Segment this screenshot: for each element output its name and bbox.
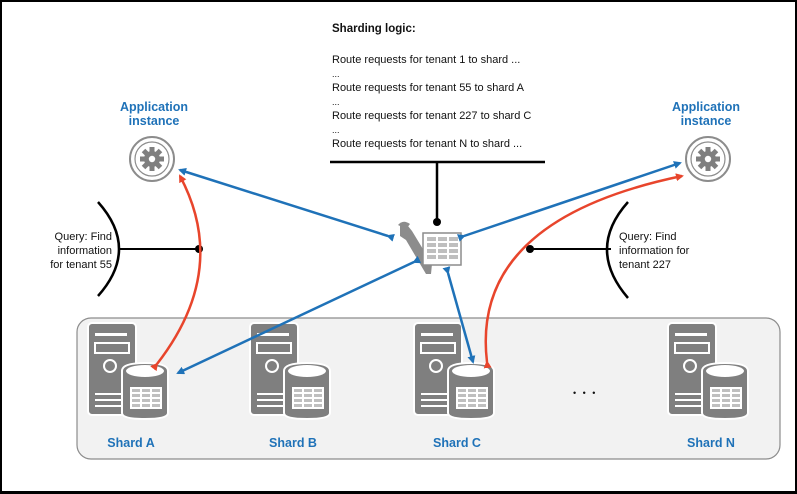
arrow-app-left-shard-a [150, 174, 202, 372]
shard-b-label: Shard B [269, 436, 317, 450]
app-instance-right-label: Application instance [656, 100, 756, 128]
query-line: information [57, 245, 112, 257]
query-line: information for [619, 245, 690, 257]
app-label-line1: Application [671, 100, 741, 114]
query-right-text: Query: Find information for tenant 227 [619, 230, 689, 272]
shard-map-manager-icon [398, 221, 462, 274]
rule-tenant-227: Route requests for tenant 227 to shard C [332, 110, 532, 122]
app-label-line1: Application [119, 100, 189, 114]
app-label-line2: instance [128, 114, 180, 128]
query-line: tenant 227 [619, 259, 671, 271]
rule-tenant-55: Route requests for tenant 55 to shard A [332, 82, 525, 94]
app-instance-right-icon [685, 136, 731, 182]
shard-c-label: Shard C [433, 436, 481, 450]
sharding-logic-title: Sharding logic: [332, 23, 416, 35]
app-label-line2: instance [680, 114, 732, 128]
rule-tenant-1: Route requests for tenant 1 to shard ... [332, 54, 521, 66]
arrow-app-right-shard-c [483, 173, 684, 369]
shard-a-label: Shard A [107, 436, 155, 450]
arrow-router-app-right [457, 161, 682, 242]
query-left-text: Query: Find information for tenant 55 [36, 230, 112, 272]
query-line: Query: Find [54, 231, 112, 243]
arrow-router-app-left [178, 168, 395, 242]
connector-dot [433, 218, 441, 226]
rule-tenant-n: Route requests for tenant N to shard ... [332, 138, 523, 150]
query-line: for tenant 55 [50, 259, 112, 271]
shard-gap-ellipsis: • • • [573, 388, 598, 398]
query-line: Query: Find [619, 231, 677, 243]
arrow-router-shard-a [176, 255, 422, 375]
shard-n-label: Shard N [687, 436, 735, 450]
app-instance-left-icon [129, 136, 175, 182]
rule-ellipsis: ... [332, 97, 340, 107]
rule-ellipsis: ... [332, 69, 340, 79]
arrow-router-shard-c [442, 266, 476, 364]
rule-ellipsis: ... [332, 125, 340, 135]
app-instance-left-label: Application instance [104, 100, 204, 128]
